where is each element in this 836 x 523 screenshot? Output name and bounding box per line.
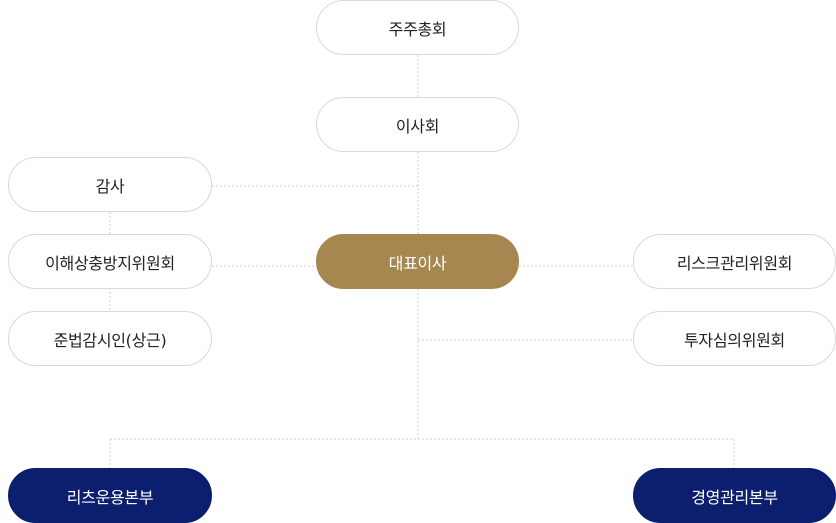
node-board-label: 이사회 <box>395 116 440 136</box>
node-compliance-officer: 준법감시인(상근) <box>8 311 212 366</box>
node-conflict-committee: 이해상충방지위원회 <box>8 234 212 289</box>
node-board: 이사회 <box>316 97 519 152</box>
node-shareholders: 주주총회 <box>316 0 519 55</box>
node-reits-division: 리츠운용본부 <box>8 468 212 523</box>
node-risk-committee: 리스크관리위원회 <box>633 234 836 289</box>
node-audit: 감사 <box>8 157 212 212</box>
node-shareholders-label: 주주총회 <box>388 19 447 39</box>
node-management-division-label: 경영관리본부 <box>691 487 778 507</box>
node-ceo-label: 대표이사 <box>388 253 447 273</box>
node-investment-committee: 투자심의위원회 <box>633 311 836 366</box>
node-investment-committee-label: 투자심의위원회 <box>684 330 785 350</box>
node-risk-committee-label: 리스크관리위원회 <box>676 253 793 273</box>
node-compliance-officer-label: 준법감시인(상근) <box>53 330 167 350</box>
node-ceo: 대표이사 <box>316 234 519 289</box>
node-audit-label: 감사 <box>95 176 125 196</box>
node-management-division: 경영관리본부 <box>633 468 836 523</box>
node-conflict-committee-label: 이해상충방지위원회 <box>45 253 175 273</box>
node-reits-division-label: 리츠운용본부 <box>66 487 154 507</box>
